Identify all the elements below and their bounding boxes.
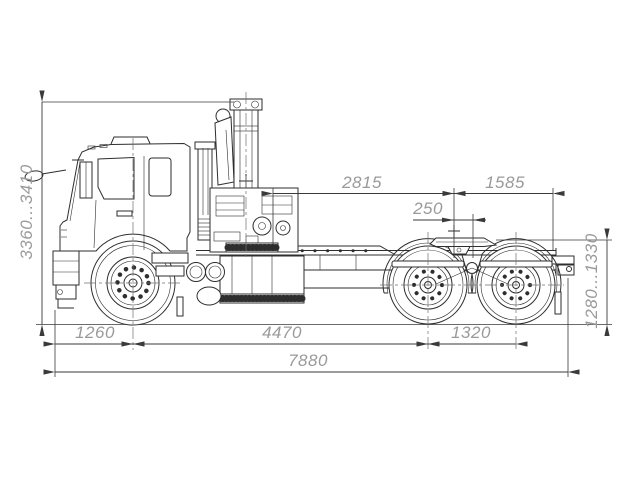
dim-1320-label: 1320: [451, 323, 491, 342]
tow-pin: [57, 289, 63, 295]
dim-overall-length: 7880: [43, 278, 580, 377]
cab-step-upper: [151, 252, 189, 264]
air-tanks: [186, 262, 225, 306]
fifth-wheel-coupling: [429, 225, 498, 255]
dim-overall-height: 3360...3410: [17, 90, 234, 336]
dim-fifth-wheel-offset: 250: [412, 199, 486, 258]
dim-2815-label: 2815: [341, 173, 382, 192]
dim-4470-label: 4470: [262, 323, 302, 342]
muffler: [196, 286, 222, 306]
dim-250-label: 250: [412, 199, 443, 218]
crane-base: [209, 187, 299, 253]
dim-fifth-wheel-to-rear: 1585: [442, 173, 565, 250]
front-mudflap: [176, 296, 184, 317]
cab: [24, 136, 191, 317]
dim-overall-height-label: 3360...3410: [17, 164, 36, 259]
dim-7880-label: 7880: [288, 351, 328, 370]
door-window: [97, 156, 135, 200]
door-handle: [116, 210, 133, 217]
dimension-annotations: 3360...3410 2815 1585 250 1260: [17, 90, 612, 377]
dim-bogie-spacing: 1320: [416, 323, 528, 347]
dim-fifth-wheel-height: 1280...1330: [496, 228, 612, 336]
rear-mudflap: [554, 291, 562, 315]
crane-manipulator: [209, 98, 299, 253]
centerlines: [84, 92, 564, 350]
dim-1260-label: 1260: [75, 323, 115, 342]
cab-step-lower: [155, 265, 185, 277]
dim-wheelbase: 4470: [121, 323, 440, 347]
dim-front-overhang: 1260: [43, 310, 145, 377]
front-bumper: [52, 250, 80, 309]
dim-1585-label: 1585: [485, 173, 525, 192]
roof-spoiler: [110, 136, 151, 145]
quarter-window: [148, 157, 172, 197]
dim-crane-to-fifth-wheel: 2815: [261, 173, 466, 258]
outrigger-housing: [219, 255, 305, 295]
dim-fifth-wheel-height-label: 1280...1330: [582, 233, 601, 328]
